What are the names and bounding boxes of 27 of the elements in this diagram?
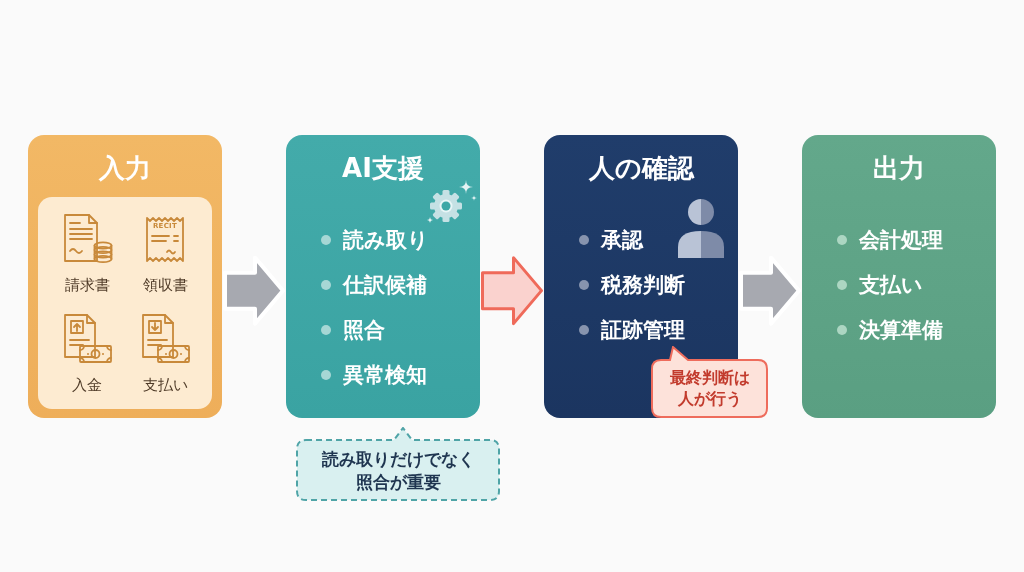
list-item: 証跡管理 — [601, 317, 685, 344]
callout-text: 最終判断は人が行う — [668, 368, 751, 410]
stage-panel — [286, 135, 480, 418]
list-item: 決算準備 — [859, 317, 943, 344]
list-item: 仕訳候補 — [343, 272, 427, 299]
list-item: 承認 — [601, 227, 643, 254]
list-item: 照合 — [343, 317, 385, 344]
callout-text: 読み取りだけでなく照合が重要 — [320, 448, 476, 493]
panel-title: AI支援 — [342, 152, 424, 185]
list-item: 異常検知 — [343, 362, 427, 389]
stage-panel — [802, 135, 996, 418]
block-arrow — [481, 256, 543, 326]
panel-title: 出力 — [873, 152, 925, 185]
panel-title: 入力 — [99, 152, 151, 185]
panel-title: 人の確認 — [588, 152, 694, 185]
list-item: 支払い — [859, 272, 923, 299]
document-label: 入金 — [72, 375, 102, 395]
document-label: 請求書 — [64, 275, 110, 295]
document-panel — [38, 197, 212, 409]
list-item: 読み取り — [343, 227, 429, 254]
callout-tooltip — [651, 346, 768, 418]
document-label: 領収書 — [142, 275, 188, 295]
document-label: 支払い — [142, 375, 188, 395]
stage-panel — [28, 135, 222, 418]
list-item: 会計処理 — [859, 227, 943, 254]
callout-bubble — [296, 427, 500, 501]
list-item: 税務判断 — [601, 272, 685, 299]
